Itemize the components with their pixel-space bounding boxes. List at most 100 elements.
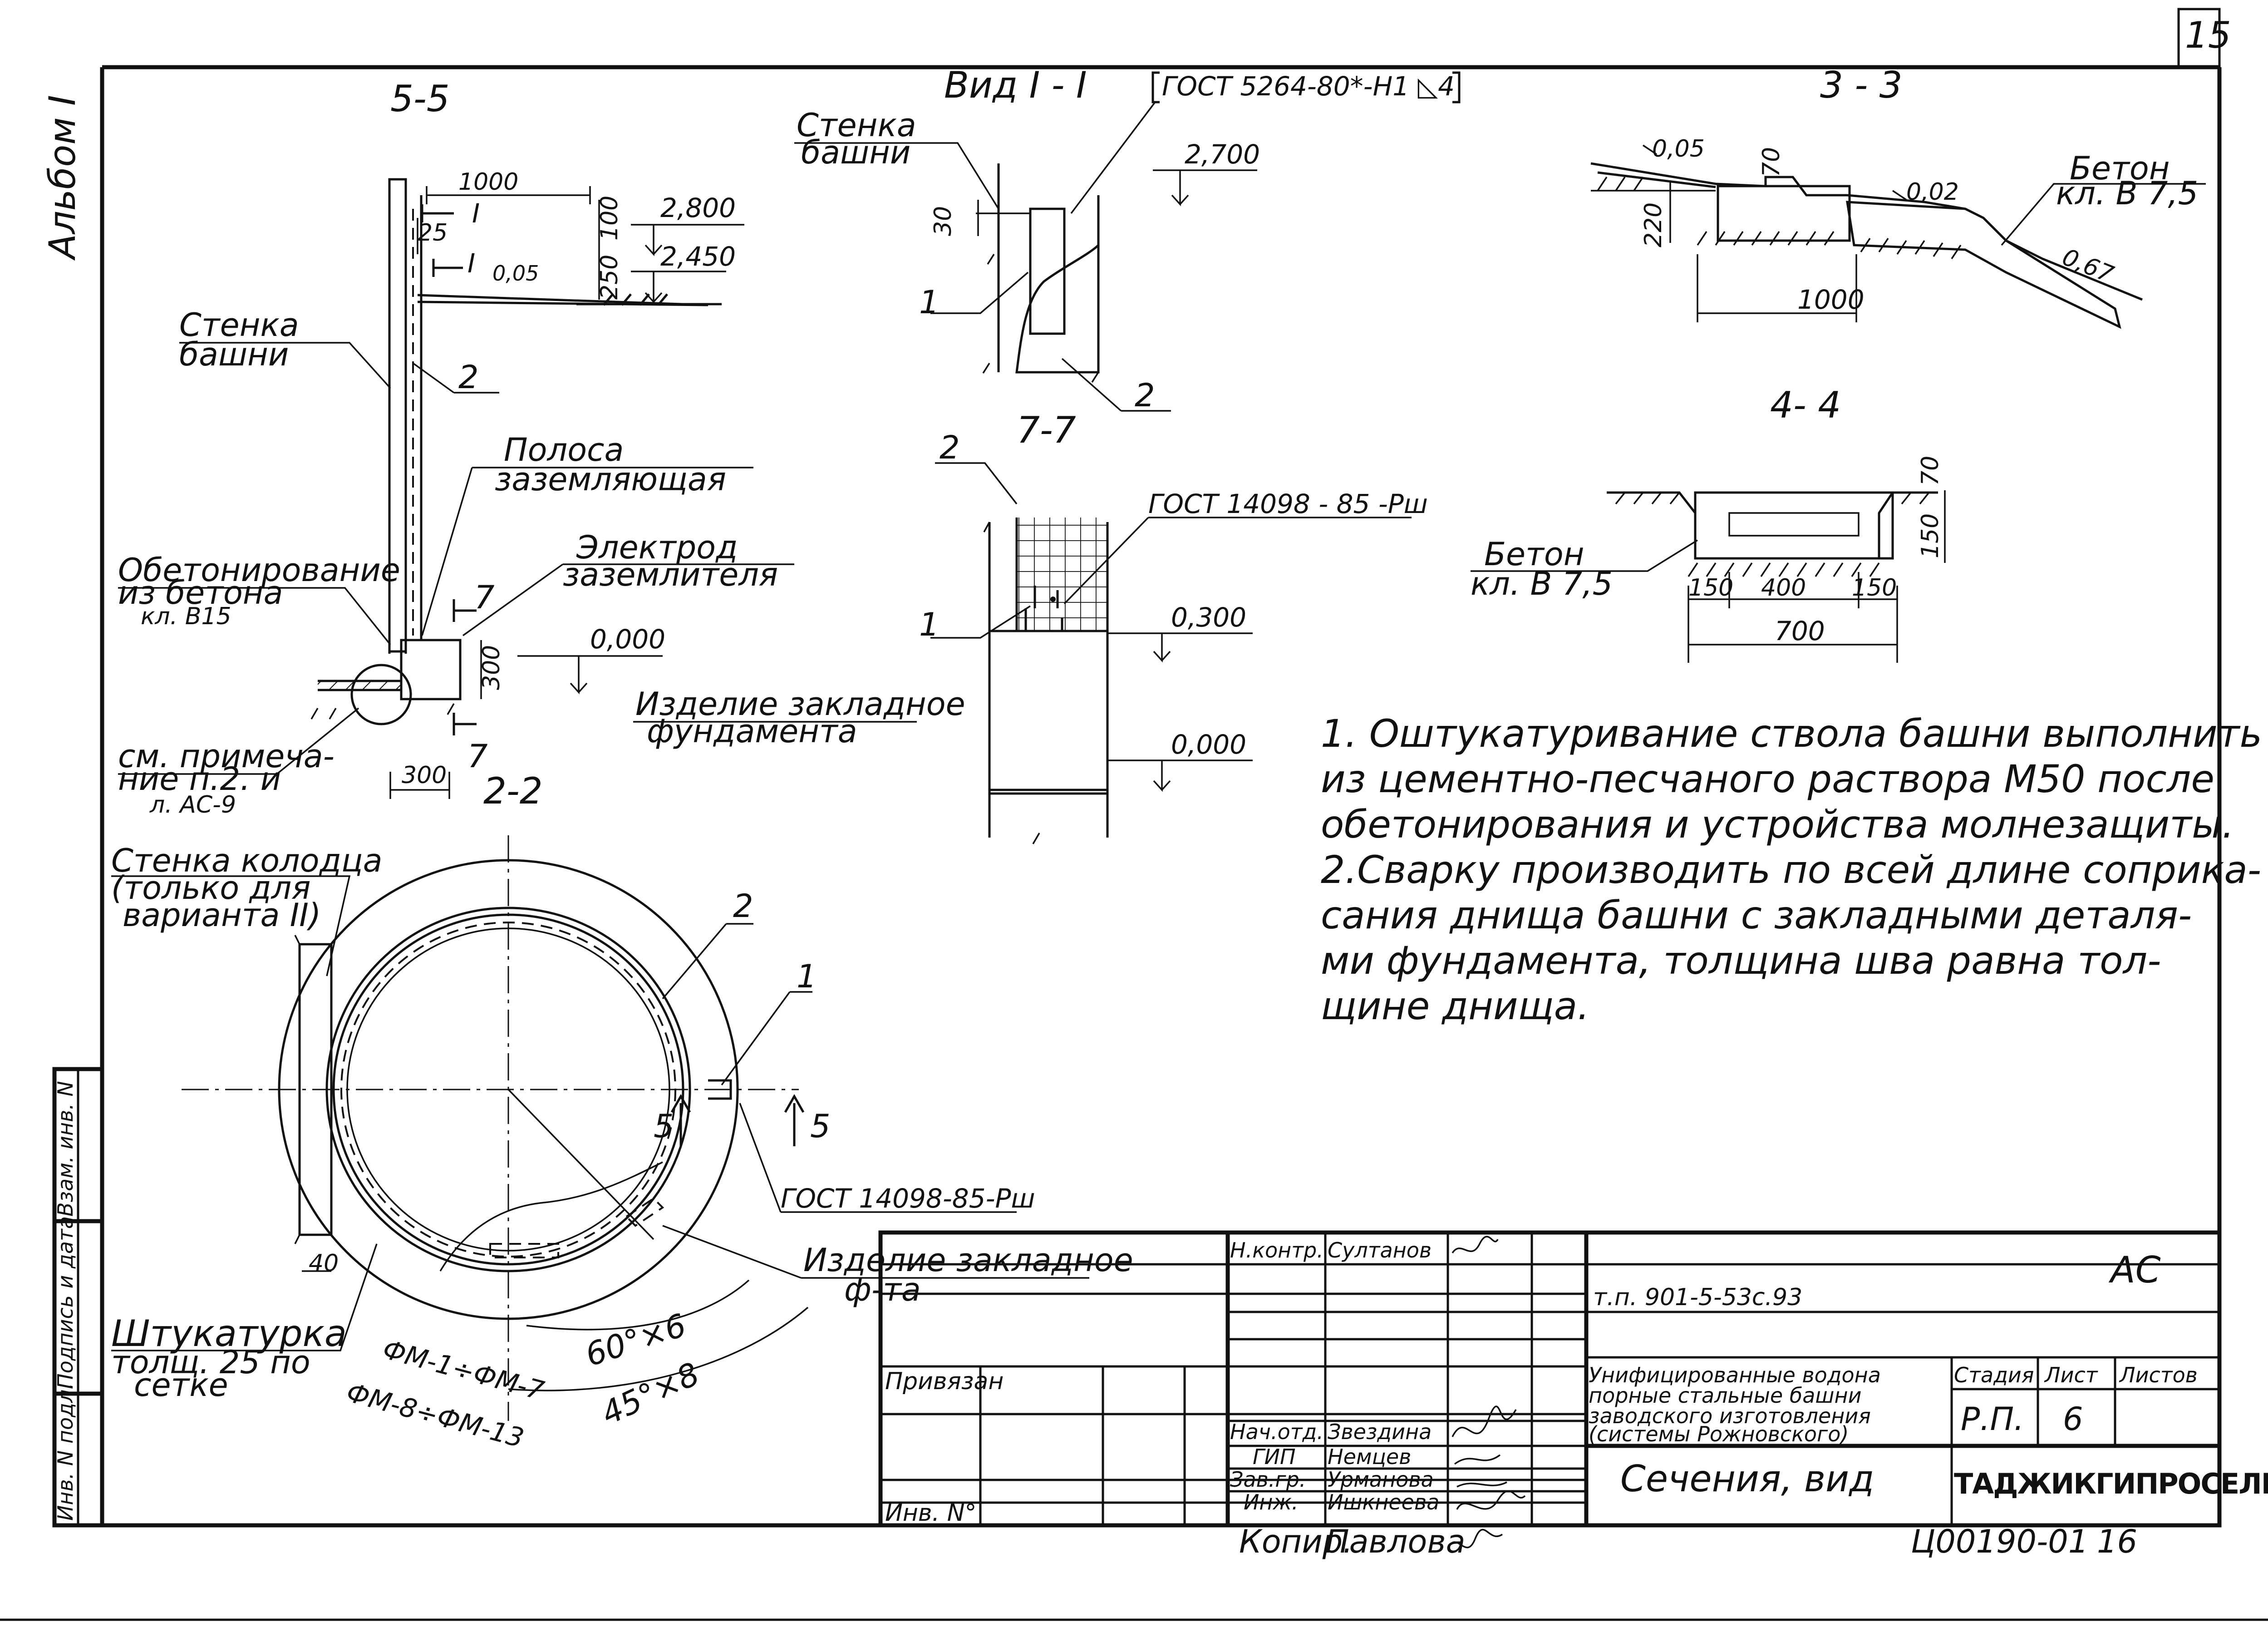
level-2800: 2,800 — [660, 192, 736, 223]
tb-listov-label: Листов — [2119, 1363, 2198, 1387]
label-elektrod-1: Электрод — [576, 529, 738, 566]
label-polosa-2: заземляющая — [495, 461, 726, 498]
pos-2-55: 2 — [458, 359, 479, 396]
tb-bottom-num: 16 — [2097, 1523, 2137, 1560]
note-line-4: 2.Сварку производить по всей длине сопри… — [1321, 848, 2261, 892]
level-0300: 0,300 — [1171, 602, 1246, 633]
mark-7-b: 7 — [467, 738, 488, 775]
mark-7-a: 7 — [474, 579, 495, 616]
gost-14098-b: ГОСТ 14098-85-Рш — [781, 1183, 1035, 1214]
pos-2-vid: 2 — [1135, 377, 1155, 414]
slope-005: 0,05 — [1652, 135, 1705, 163]
label-elektrod-2: заземлителя — [563, 556, 778, 593]
label-vid-stenka-1: Стенка — [797, 107, 916, 144]
tb-bottom-code: Ц00190-01 — [1911, 1523, 2088, 1560]
view-I-I: Вид I - I ГОСТ 5264-80*-Н1 ◺4 Стенка баш… — [794, 64, 1461, 414]
note-line-2: из цементно-песчаного раствора М50 после — [1321, 757, 2214, 801]
tb-inv-no: Инв. N° — [885, 1499, 977, 1527]
dim-300-v: 300 — [478, 645, 505, 690]
label-izdelie-plan-1: Изделие закладное — [803, 1242, 1133, 1279]
label-sm-3: л. АС-9 — [149, 791, 236, 818]
dim-25: 25 — [418, 219, 448, 247]
label-polosa-1: Полоса — [504, 431, 624, 468]
tb-sheet-title: Сечения, вид — [1620, 1458, 1874, 1500]
section-7-7-title: 7-7 — [1017, 409, 1076, 451]
section-4-4-title: 4- 4 — [1770, 384, 1841, 426]
tb-role-nkontr: Н.контр. — [1230, 1238, 1323, 1262]
tb-stadiya-label: Стадия — [1954, 1363, 2034, 1387]
label-vid-stenka-2: башни — [801, 134, 910, 171]
sheet-number-top: 15 — [2185, 14, 2231, 56]
level-2700: 2,700 — [1185, 139, 1260, 170]
label-obeton-3: кл. В15 — [141, 603, 231, 630]
tb-name-zavgr: Урманова — [1328, 1467, 1434, 1492]
tb-name-nachotd: Звездина — [1328, 1420, 1432, 1444]
general-notes: 1. Оштукатуривание ствола башни выполнит… — [1321, 711, 2262, 1028]
tb-object-line-1: Унифицированные водона — [1589, 1363, 1881, 1387]
mark-I-1: I — [472, 198, 480, 229]
label-shtuk-3: сетке — [134, 1366, 228, 1404]
tb-list: 6 — [2063, 1400, 2083, 1438]
dim-300-h: 300 — [402, 762, 447, 789]
section-5-5: 5-5 1000 25 I I 0,05 100 250 2,800 2,45 — [118, 78, 965, 818]
stamp-vzam-inv: Взам. инв. N — [53, 1081, 78, 1217]
label-stenka-bashni-1: Стенка — [179, 306, 299, 344]
label-stenka-kolodca-1: Стенка колодца — [111, 842, 383, 879]
dim-700: 700 — [1775, 616, 1825, 646]
note-line-5: сания днища башни с закладными деталя- — [1321, 893, 2192, 937]
slope-002: 0,02 — [1906, 178, 1959, 206]
tb-kopir-label: Копир. — [1239, 1523, 1353, 1560]
dim-005-55: 0,05 — [492, 261, 539, 286]
level-0000-55: 0,000 — [590, 624, 665, 655]
section-3-3-title: 3 - 3 — [1820, 64, 1903, 106]
tb-list-label: Лист — [2044, 1363, 2098, 1387]
label-izdelie-1: Изделие закладное — [635, 685, 965, 723]
level-0000-77: 0,000 — [1171, 729, 1246, 760]
section-4-4: 4- 4 70 150 150 400 150 700 Бетон кл. В … — [1471, 384, 1946, 663]
tb-kopir-name: Павлова — [1325, 1523, 1466, 1560]
gost-14098-a: ГОСТ 14098 - 85 -Рш — [1148, 488, 1428, 519]
pos-1-plan: 1 — [797, 958, 817, 995]
tb-role-zavgr: Зав.гр. — [1230, 1467, 1306, 1492]
tb-name-inzh: Ишкнеева — [1328, 1490, 1439, 1514]
dim-220: 220 — [1640, 202, 1667, 247]
label-izdelie-2: фундамента — [647, 713, 857, 750]
pos-2-plan: 2 — [733, 887, 753, 925]
label-obeton-1: Обетонирование — [118, 552, 400, 589]
tb-role-gip: ГИП — [1253, 1445, 1296, 1469]
tb-object-line-3: заводского изготовления — [1589, 1404, 1871, 1428]
note-line-7: щине днища. — [1321, 984, 1589, 1028]
label-stenka-bashni-2: башни — [179, 336, 289, 373]
tb-stadiya: Р.П. — [1961, 1400, 2024, 1438]
dim-40: 40 — [309, 1250, 339, 1277]
dim-70-44: 70 — [1917, 456, 1944, 486]
pos-2-77: 2 — [940, 429, 960, 466]
dim-100: 100 — [596, 196, 623, 241]
section-2-2-title: 2-2 — [483, 770, 543, 812]
view-I-I-title: Вид I - I — [944, 64, 1087, 106]
dim-400: 400 — [1761, 574, 1806, 601]
cut-5-right: 5 — [810, 1108, 831, 1145]
dim-150-44v: 150 — [1917, 513, 1944, 558]
slope-067: 0,67 — [2058, 243, 2117, 288]
tb-project-code: т.п. 901-5-53с.93 — [1593, 1284, 1802, 1311]
dim-150-a: 150 — [1688, 574, 1733, 601]
dim-250: 250 — [596, 255, 623, 300]
level-2450: 2,450 — [660, 241, 736, 272]
pos-1-vid: 1 — [919, 284, 940, 321]
label-beton33-1: Бетон — [2070, 150, 2170, 187]
section-7-7: 7-7 2 ГОСТ 14098 - 85 -Рш 1 0,300 0,000 — [919, 409, 1428, 844]
section-5-5-title: 5-5 — [390, 78, 450, 120]
label-shtuk-1: Штукатурка — [111, 1312, 347, 1355]
dim-150-b: 150 — [1852, 574, 1897, 601]
tb-name-gip: Немцев — [1328, 1445, 1411, 1469]
label-beton44-1: Бетон — [1484, 536, 1584, 573]
dim-1000-33: 1000 — [1797, 284, 1865, 315]
dim-70-33: 70 — [1758, 147, 1785, 177]
tb-role-inzh: Инж. — [1244, 1490, 1299, 1514]
section-3-3: 3 - 3 0,05 70 0,02 0,67 220 1000 Бетон к… — [1590, 64, 2206, 329]
dim-1000-55: 1000 — [458, 168, 518, 196]
title-block: Привязан Инв. N° АС т.п. 901-5-53с.93 Ун… — [878, 1230, 2268, 1560]
plan-2-2: 2 1 5 5 ГОСТ 14098-85-Рш Стенка колодца … — [111, 835, 1133, 1454]
label-beton33-2: кл. В 7,5 — [2056, 175, 2198, 212]
